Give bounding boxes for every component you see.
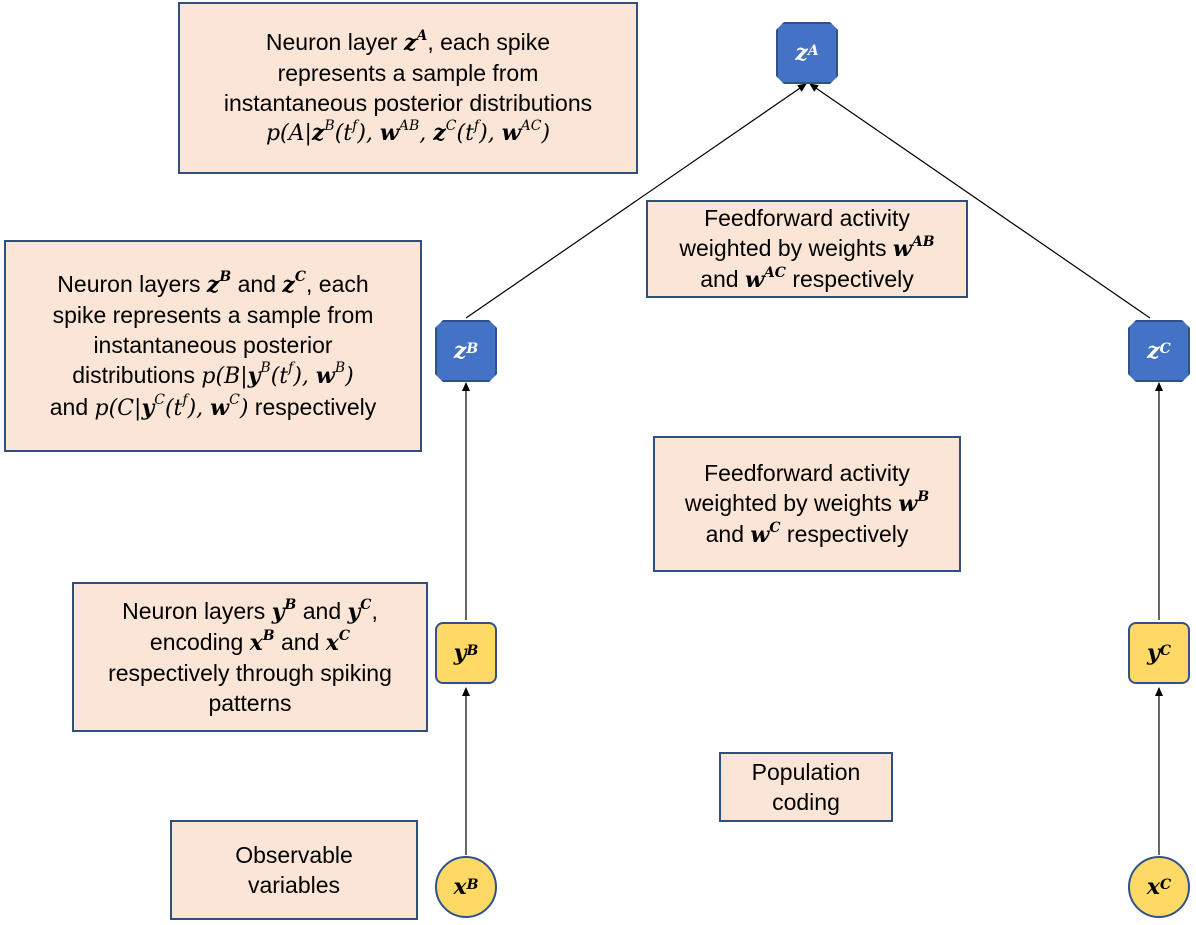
box-zA-formula: p(A|zB(tf), wAB, zC(tf), wAC) <box>265 117 551 146</box>
box-zBC-line3: instantaneous posterior <box>93 331 333 358</box>
box-ff1-line3-pre: and <box>700 266 745 292</box>
edge-zC-zA <box>809 83 1151 319</box>
box-zA-line2: represents a sample from <box>277 60 539 86</box>
node-yC-base: y <box>1147 640 1160 666</box>
box-zBC-line5-pre: and <box>49 393 95 420</box>
box-ff2-line2-pre: weighted by weights <box>684 490 899 516</box>
box-pop-line1: Population <box>751 759 861 785</box>
box-zBC-line2: spike represents a sample from <box>52 301 374 328</box>
box-pop-line2: coding <box>772 789 840 815</box>
box-ff2-line1: Feedforward activity <box>704 460 910 486</box>
box-y-line2-mid: and <box>274 629 326 655</box>
node-xC-base: x <box>1146 874 1160 900</box>
box-zBC-line4-pre: distributions <box>72 361 202 388</box>
node-zA-base: z <box>795 40 808 66</box>
node-xB-base: x <box>453 874 467 900</box>
box-zA-line1-pre: Neuron layer <box>265 29 404 55</box>
node-zC-base: z <box>1147 338 1160 364</box>
label-box-feedforward-zA: Feedforward activity weighted by weights… <box>646 200 968 298</box>
box-zBC-line1-mid: and <box>231 270 283 297</box>
box-zBC-line5-post: respectively <box>248 393 377 420</box>
box-y-line1-pre: Neuron layers <box>122 598 272 624</box>
box-ff1-line1: Feedforward activity <box>704 205 910 231</box>
label-box-population-coding: Population coding <box>719 752 893 822</box>
box-ff1-line2-pre: weighted by weights <box>679 235 893 261</box>
box-y-line2-pre: encoding <box>149 629 250 655</box>
box-zA-line1-post: , each spike <box>427 29 551 55</box>
edge-zB-zA <box>465 83 807 319</box>
box-y-line3: respectively through spiking <box>108 660 392 686</box>
box-zBC-line1-post: , each <box>306 270 369 297</box>
label-box-y: Neuron layers yB and yC, encoding xB and… <box>72 582 428 732</box>
label-box-zA: Neuron layer zA, each spike represents a… <box>178 2 638 174</box>
box-ff1-line3-post: respectively <box>785 266 914 292</box>
node-zB-base: z <box>453 338 467 364</box>
box-zA-line3: instantaneous posterior distributions <box>223 90 593 116</box>
label-box-feedforward-zBC: Feedforward activity weighted by weights… <box>653 436 961 572</box>
box-ff2-line3-post: respectively <box>780 521 909 547</box>
box-zBC-line1-pre: Neuron layers <box>57 270 207 297</box>
box-y-line1-mid: and <box>296 598 348 624</box>
label-box-zB-zC: Neuron layers zB and zC, each spike repr… <box>4 240 422 452</box>
box-y-line1-post: , <box>371 598 378 624</box>
label-box-observable: Observable variables <box>170 820 418 920</box>
box-ff2-line3-pre: and <box>705 521 751 547</box>
box-obs-line1: Observable <box>235 842 353 868</box>
box-obs-line2: variables <box>247 872 341 898</box>
box-y-line4: patterns <box>208 690 292 716</box>
node-yB-base: y <box>453 640 467 666</box>
